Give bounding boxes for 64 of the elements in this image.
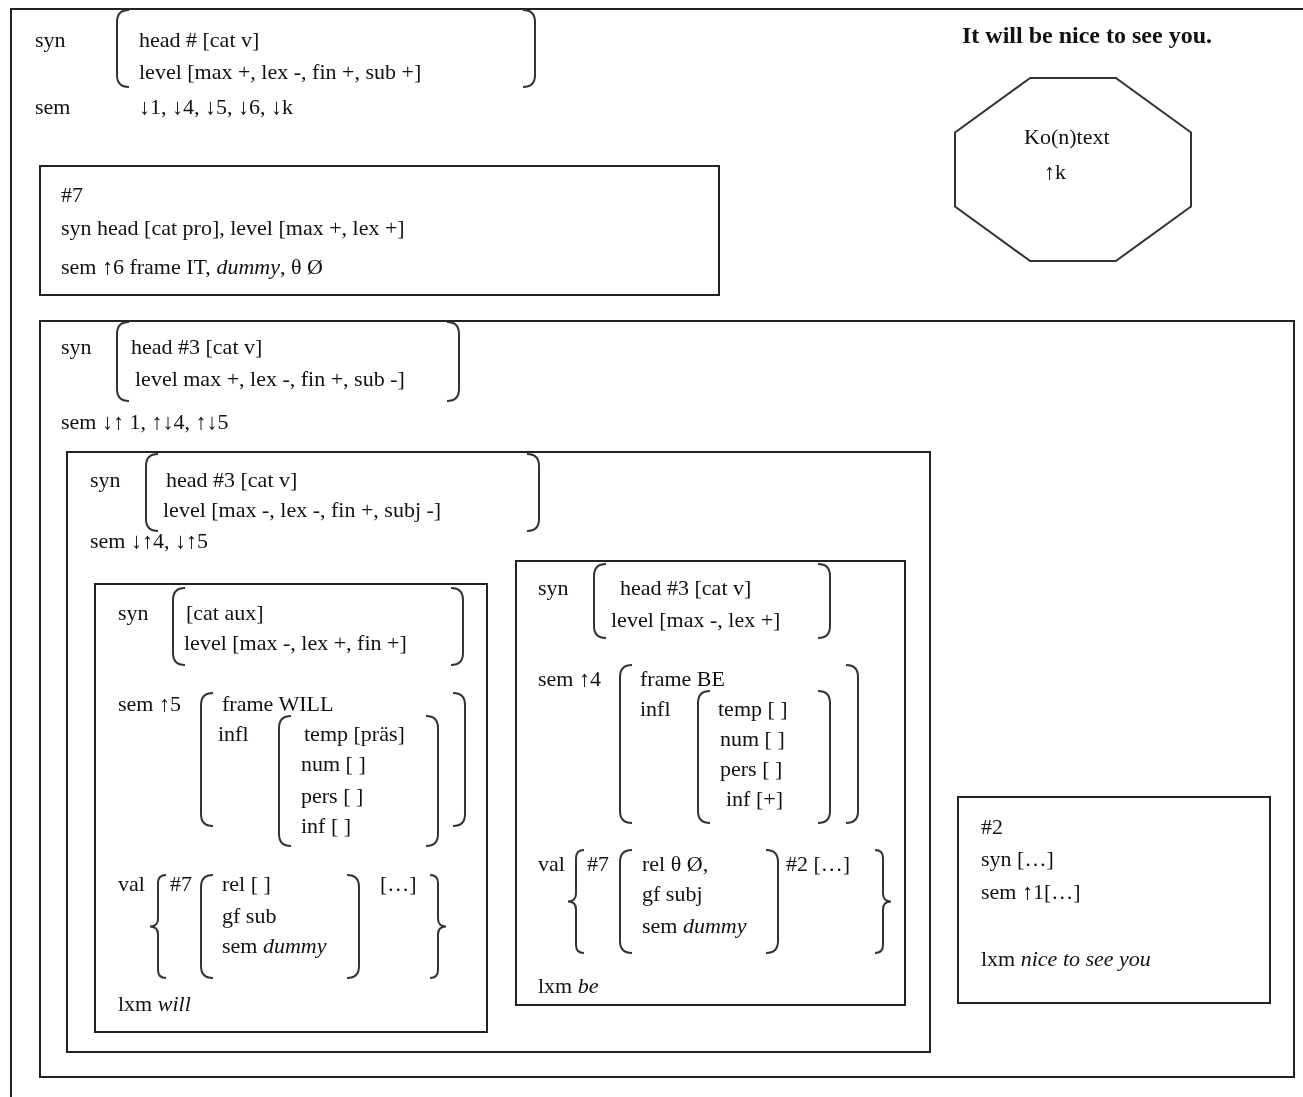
feature-text: Ko(n)text [1024,124,1110,150]
feature-text: gf sub [222,903,277,929]
feature-text: lxm will [118,991,191,1017]
feature-text: sem [35,94,71,120]
feature-text: sem ↑4 [538,666,601,692]
feature-text: frame BE [640,666,725,692]
feature-text: lxm nice to see you [981,946,1151,972]
feature-text: level [max -, lex +, fin +] [184,630,407,656]
feature-text: sem ↓↑ 1, ↑↓4, ↑↓5 [61,409,229,435]
feature-text: #7 [587,851,609,877]
feature-text: sem dummy [642,913,747,939]
sign-box [39,165,720,296]
feature-text: head #3 [cat v] [620,575,752,601]
feature-text: syn head [cat pro], level [max +, lex +] [61,215,405,241]
feature-text: syn [61,334,92,360]
frame-border [10,8,1303,1097]
feature-text: #2 […] [786,851,851,877]
feature-text: level [max -, lex +] [611,607,781,633]
feature-text: head #3 [cat v] [131,334,263,360]
feature-text: head # [cat v] [139,27,260,53]
feature-text: level max +, lex -, fin +, sub -] [135,366,405,392]
feature-text: rel [ ] [222,871,271,897]
feature-text: […] [380,871,417,897]
feature-text: sem ↑1[…] [981,879,1081,905]
sign-box [39,320,1295,1078]
feature-text: pers [ ] [301,783,364,809]
feature-text: sem ↓↑4, ↓↑5 [90,528,208,554]
feature-text: val [538,851,565,877]
feature-text: val [118,871,145,897]
feature-text: inf [ ] [301,813,352,839]
sign-box [94,583,488,1033]
feature-text: ↑k [1044,159,1066,185]
feature-text: syn [118,600,149,626]
feature-text: sem ↑6 frame IT, dummy, θ Ø [61,254,323,280]
feature-text: pers [ ] [720,756,783,782]
feature-text: sem ↑5 [118,691,181,717]
feature-text: syn [90,467,121,493]
feature-text: level [max -, lex -, fin +, subj -] [163,497,442,523]
sign-box [515,560,906,1006]
feature-text: #7 [170,871,192,897]
feature-text: gf subj [642,881,703,907]
feature-text: temp [ ] [718,696,788,722]
feature-text: [cat aux] [186,600,264,626]
feature-text: #2 [981,814,1003,840]
feature-text: infl [218,721,249,747]
feature-text: ↓1, ↓4, ↓5, ↓6, ↓k [139,94,293,120]
feature-text: num [ ] [301,751,366,777]
feature-text: inf [+] [726,786,783,812]
feature-text: frame WILL [222,691,334,717]
feature-text: head #3 [cat v] [166,467,298,493]
feature-text: syn [538,575,569,601]
sign-box [957,796,1271,1004]
feature-text: infl [640,696,671,722]
feature-text: num [ ] [720,726,785,752]
feature-text: #7 [61,182,83,208]
feature-text: lxm be [538,973,599,999]
feature-text: syn […] [981,846,1054,872]
example-sentence: It will be nice to see you. [962,22,1212,49]
feature-text: temp [präs] [304,721,405,747]
feature-text: level [max +, lex -, fin +, sub +] [139,59,422,85]
feature-text: syn [35,27,66,53]
feature-text: rel θ Ø, [642,851,709,877]
feature-text: sem dummy [222,933,327,959]
sign-box [66,451,931,1053]
